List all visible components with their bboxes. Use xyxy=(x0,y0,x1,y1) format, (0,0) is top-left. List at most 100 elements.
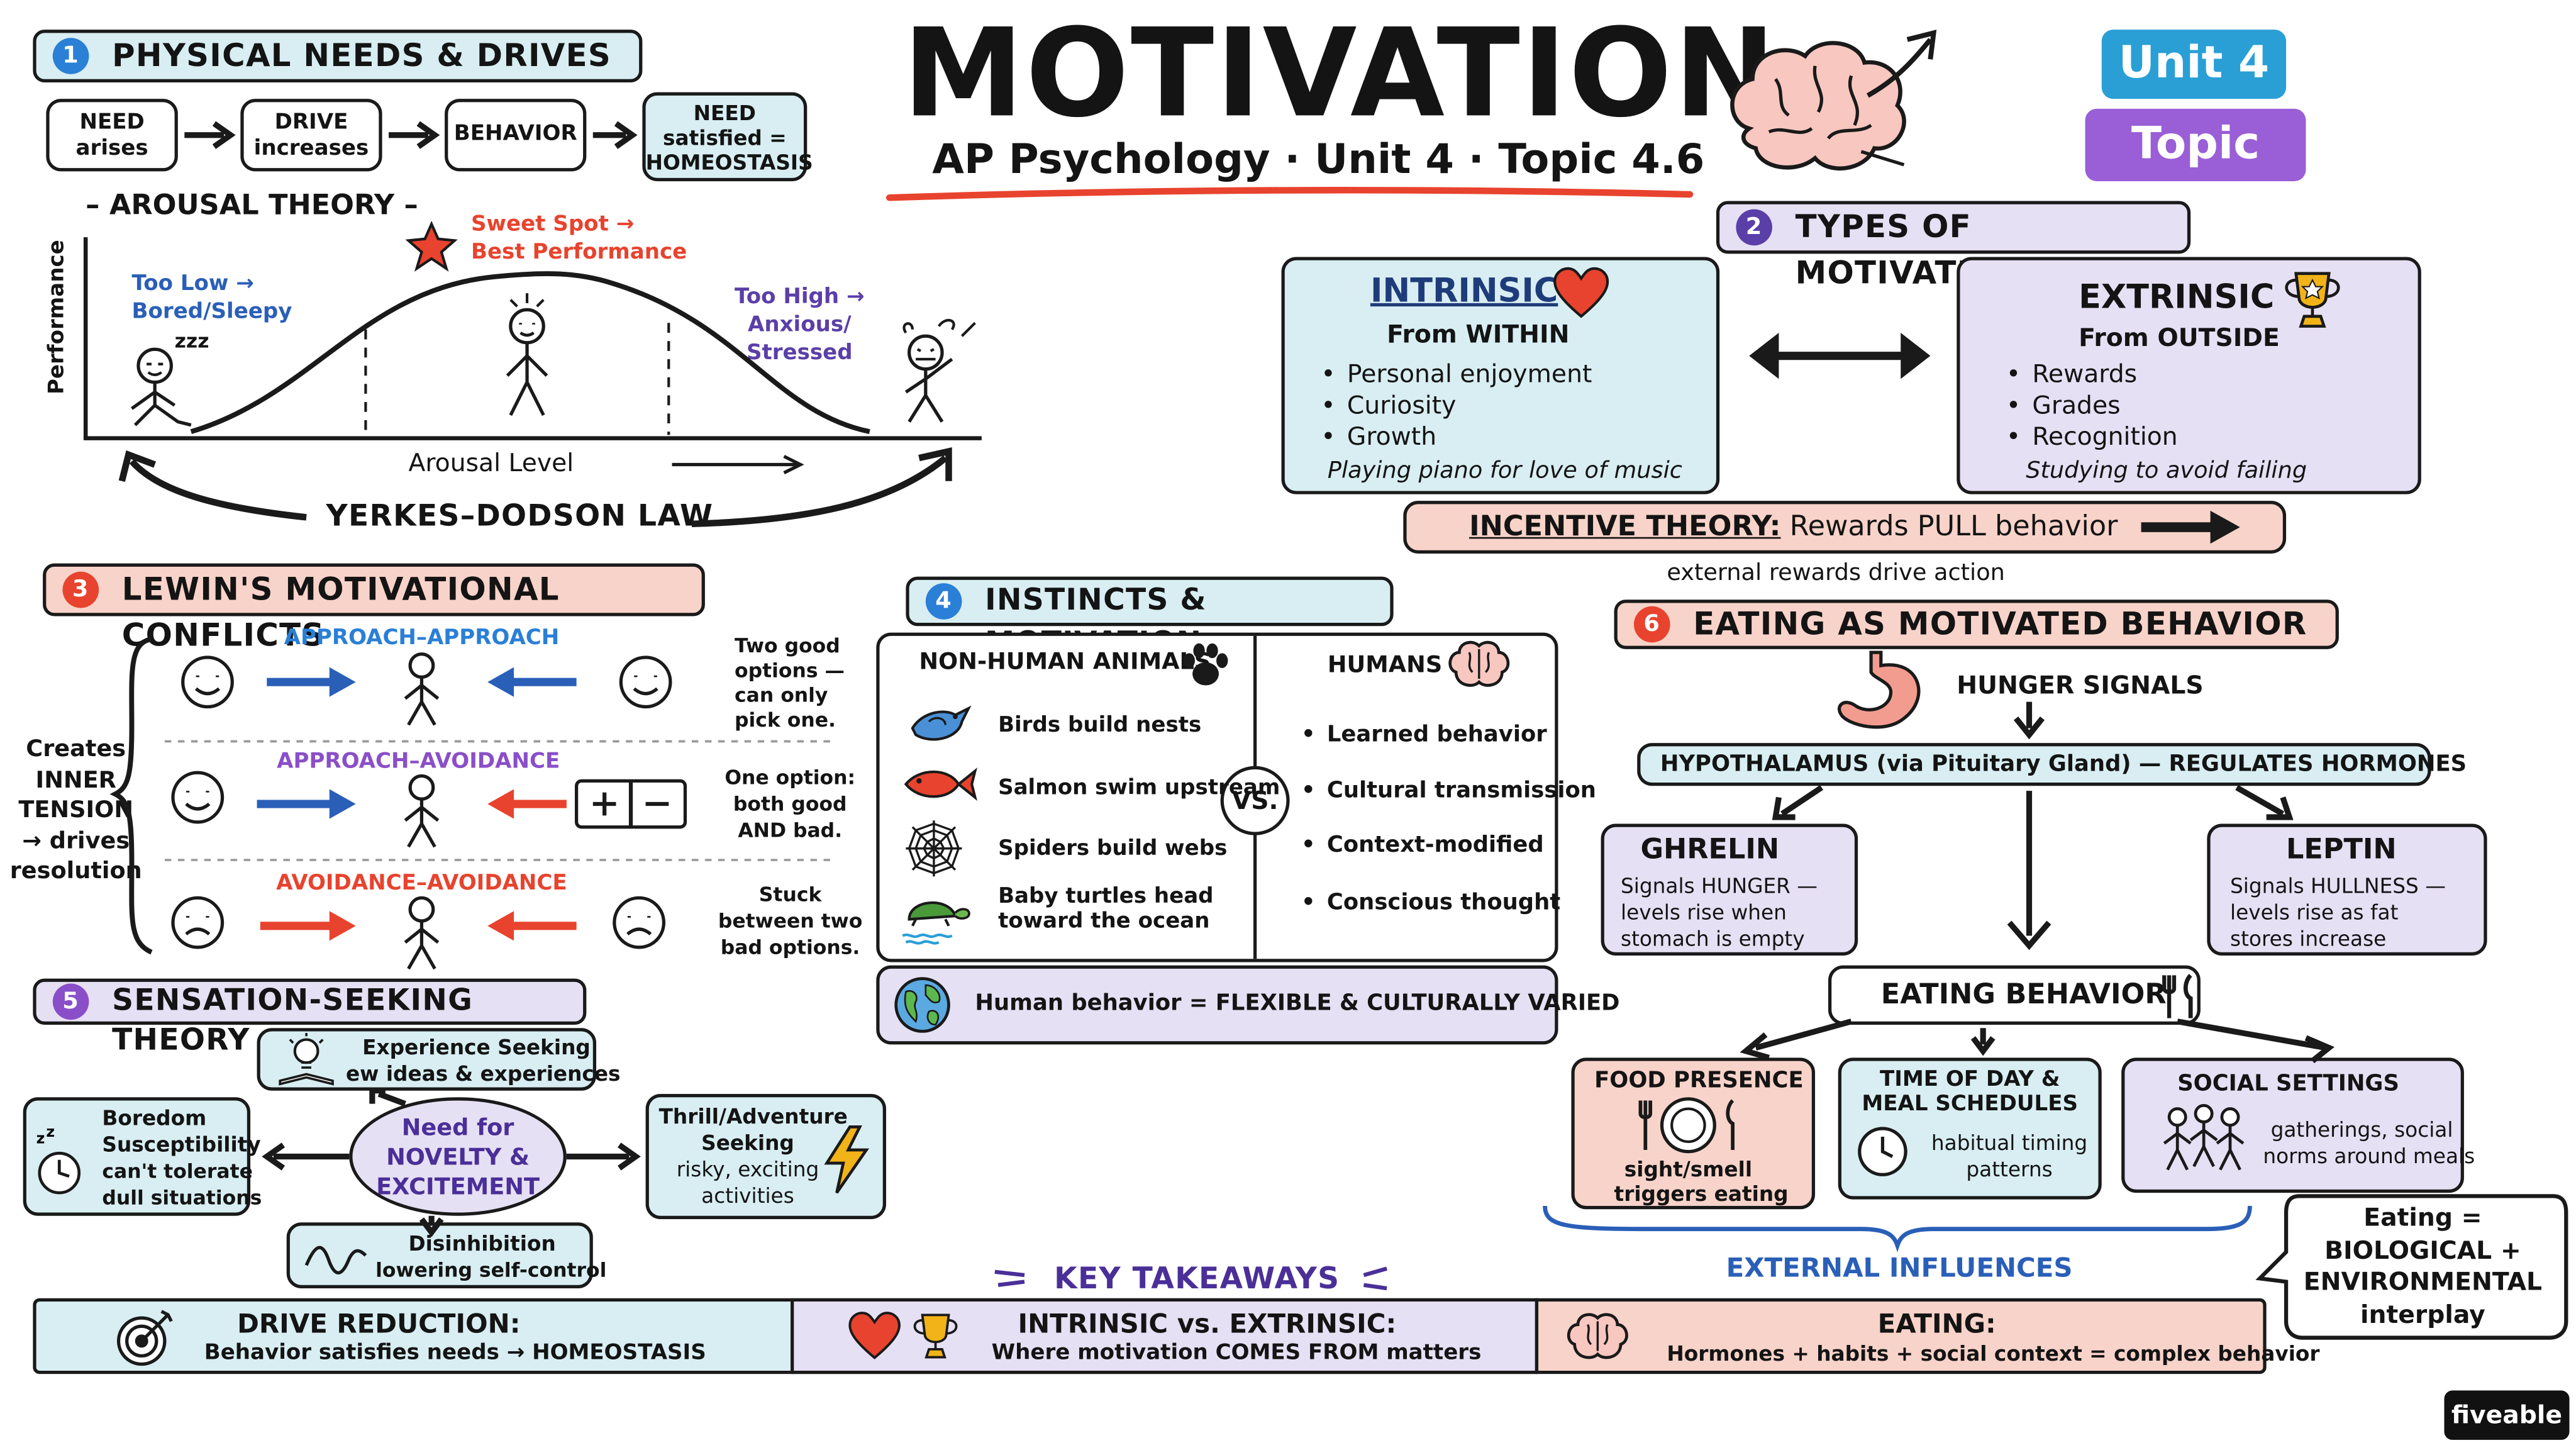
focused-figure-icon xyxy=(506,293,548,416)
intrinsic-card: INTRINSIC From WITHIN Personal enjoyment… xyxy=(1281,257,1720,494)
sec4-number: 4 xyxy=(925,583,962,620)
trophy-icon xyxy=(913,1313,958,1359)
plate-icon xyxy=(1638,1097,1735,1154)
extrinsic-item: Rewards xyxy=(2006,359,2137,389)
extrinsic-item: Grades xyxy=(2006,391,2120,420)
intrinsic-title: INTRINSIC xyxy=(1370,270,1558,310)
incentive-text: INCENTIVE THEORY: Rewards PULL behavior xyxy=(1469,510,2118,544)
yerkes-dodson-law: YERKES–DODSON LAW xyxy=(326,499,714,534)
extrinsic-card: EXTRINSIC From OUTSIDE Rewards Grades Re… xyxy=(1957,257,2421,494)
humans-title: HUMANS xyxy=(1327,652,1443,679)
smiley-icon xyxy=(619,655,672,709)
intrinsic-item: Growth xyxy=(1321,421,1436,451)
sec1-number: 1 xyxy=(52,38,89,74)
clock-icon xyxy=(1858,1127,1907,1176)
too-high-label: Too High →Anxious/Stressed xyxy=(735,285,865,366)
sec5-title: SENSATION-SEEKING THEORY xyxy=(112,983,474,1058)
lightning-icon xyxy=(824,1125,870,1194)
extrinsic-title: EXTRINSIC xyxy=(2079,276,2275,316)
vs-label: VS. xyxy=(1231,786,1279,816)
human-item: Context-modified xyxy=(1301,832,1544,859)
smiley-icon xyxy=(181,655,234,709)
bird-icon xyxy=(911,705,972,741)
takeaway-intrinsic-extrinsic: INTRINSIC vs. EXTRINSIC: Where motivatio… xyxy=(791,1298,1539,1375)
topic-badge: Topic 4.6 xyxy=(2085,108,2306,242)
frown-icon xyxy=(613,896,666,949)
pull-arrow-icon xyxy=(2141,510,2240,544)
boredom-susceptibility-box: Boredom Susceptibility can't tolerate du… xyxy=(23,1097,262,1216)
leptin-box: LEPTIN Signals HULLNESS —levels rise as … xyxy=(2207,823,2487,956)
sec5-header: 5 SENSATION-SEEKING THEORY xyxy=(33,978,587,1057)
wave-icon xyxy=(304,1246,367,1274)
fish-icon xyxy=(904,767,977,801)
sec6-number: 6 xyxy=(1633,606,1670,643)
sec1-title: PHYSICAL NEEDS & DRIVES xyxy=(112,38,612,74)
intrinsic-item: Curiosity xyxy=(1321,391,1456,420)
incentive-theory-banner: INCENTIVE THEORY: Rewards PULL behavior xyxy=(1403,501,2287,554)
intrinsic-item: Personal enjoyment xyxy=(1321,359,1592,389)
smiley-icon xyxy=(171,771,225,824)
animal-item: Salmon swim upstream xyxy=(998,776,1280,801)
too-low-label: Too Low →Bored/Sleepy xyxy=(131,272,292,325)
human-item: Cultural transmission xyxy=(1301,778,1596,804)
extrinsic-item: Recognition xyxy=(2006,421,2177,451)
heart-icon xyxy=(848,1312,901,1359)
paw-icon xyxy=(1183,643,1228,686)
key-takeaways-title: KEY TAKEAWAYS xyxy=(1054,1262,1340,1297)
eating-behavior-box: EATING BEHAVIOR xyxy=(1828,965,2201,1025)
hypothalamus-bar: HYPOTHALAMUS (via Pituitary Gland) — REG… xyxy=(1637,743,2467,786)
human-item: Learned behavior xyxy=(1301,722,1547,748)
hunger-signals-label: HUNGER SIGNALS xyxy=(1957,670,2204,701)
speech-bubble xyxy=(2255,1194,2568,1340)
turtle-icon xyxy=(902,901,970,945)
x-axis-label: Arousal Level xyxy=(408,448,574,478)
human-item: Conscious thought xyxy=(1301,890,1560,916)
animals-title: NON-HUMAN ANIMALS xyxy=(919,649,1211,676)
sweet-spot-label: Sweet Spot →Best Performance xyxy=(471,212,687,265)
external-influences-label: EXTERNAL INFLUENCES xyxy=(1726,1252,2073,1284)
stomach-icon xyxy=(1837,650,1921,729)
intrinsic-example: Playing piano for love of music xyxy=(1327,458,1682,484)
svg-text:z: z xyxy=(46,1123,55,1140)
sec6-title: EATING AS MOTIVATED BEHAVIOR xyxy=(1693,606,2307,643)
animal-item: Spiders build webs xyxy=(998,837,1228,862)
fork-knife-icon xyxy=(2162,973,2193,1018)
fiveable-logo: fiveable xyxy=(2444,1390,2570,1440)
brain-icon xyxy=(1448,640,1510,687)
sec1-header: 1 PHYSICAL NEEDS & DRIVES xyxy=(33,30,643,82)
sec2-number: 2 xyxy=(1736,209,1772,246)
human-behavior-footer: Human behavior = FLEXIBLE & CULTURALLY V… xyxy=(876,965,1620,1045)
sec3-header: 3 LEWIN'S MOTIVATIONAL CONFLICTS xyxy=(43,563,705,654)
sleepy-figure-icon xyxy=(130,347,192,427)
approach-approach-label: APPROACH–APPROACH xyxy=(284,626,560,651)
sec5-number: 5 xyxy=(52,983,89,1020)
star-icon xyxy=(405,221,458,272)
page-subtitle: AP Psychology · Unit 4 · Topic 4.6 xyxy=(932,135,1705,183)
target-icon xyxy=(116,1310,173,1366)
sec3-title: LEWIN'S MOTIVATIONAL CONFLICTS xyxy=(121,571,560,654)
incentive-note: external rewards drive action xyxy=(1667,560,2005,587)
brain-icon xyxy=(1567,1313,1628,1359)
lightbulb-icon xyxy=(279,1033,334,1086)
frown-icon xyxy=(171,896,225,949)
extrinsic-sub: From OUTSIDE xyxy=(2079,323,2280,353)
intrinsic-sub: From WITHIN xyxy=(1387,320,1570,350)
arousal-theory-title: – AROUSAL THEORY – xyxy=(86,189,418,223)
